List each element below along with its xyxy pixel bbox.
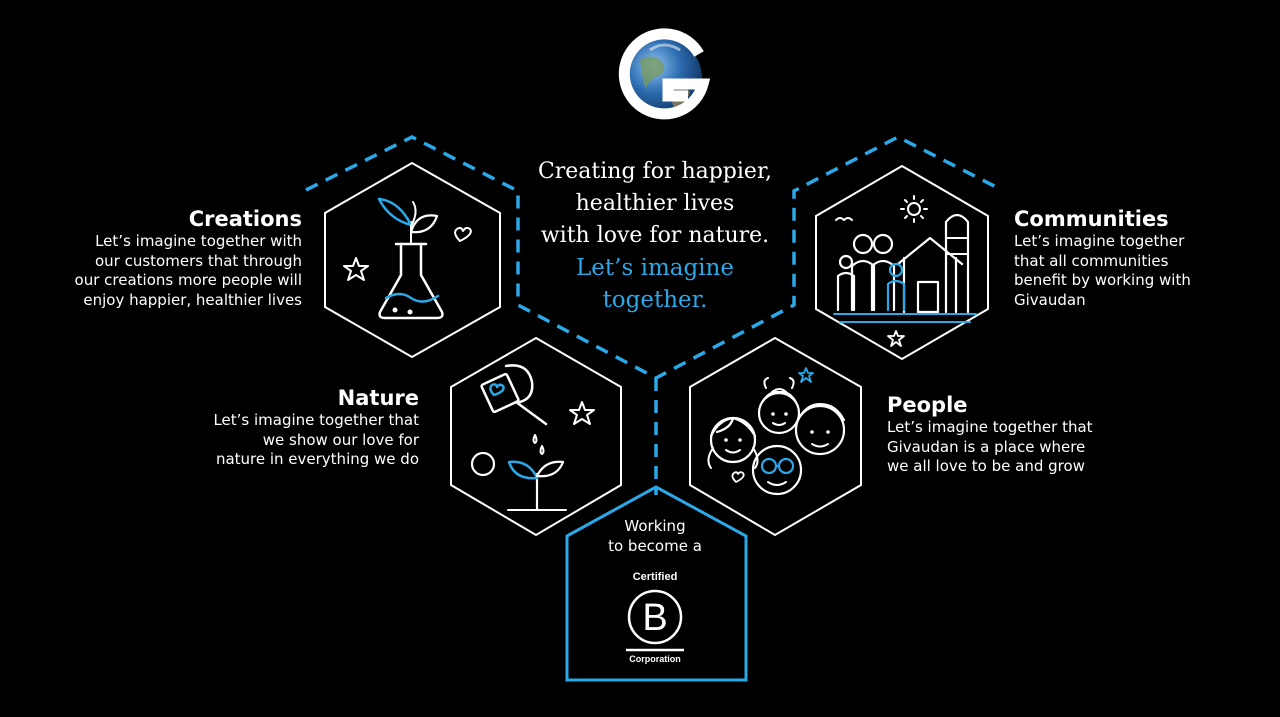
communities-line-1: Let’s imagine together — [1014, 232, 1185, 250]
people-line-2: Givaudan is a place where — [887, 437, 1086, 456]
b-corp-icon: B — [626, 589, 684, 652]
creations-hexagon — [324, 161, 501, 359]
bcorp-letter: B — [642, 597, 667, 639]
people-title: People — [887, 393, 968, 417]
bcorp-certified: Certified — [632, 571, 678, 583]
globe-logo-icon — [618, 28, 711, 120]
people-block: People Let’s imagine together that Givau… — [887, 392, 1187, 477]
nature-line-3: nature in everything we do — [215, 450, 419, 468]
people-faces-icon — [707, 367, 846, 496]
people-hexagon — [689, 336, 862, 537]
nature-line-1: Let’s imagine together that — [213, 411, 419, 429]
communities-line-2: that all communities — [1014, 251, 1169, 270]
nature-hexagon — [450, 336, 622, 537]
creations-title: Creations — [188, 207, 302, 231]
creations-line-2: our customers that through — [94, 251, 302, 270]
creations-line-1: Let’s imagine together with — [95, 232, 302, 250]
bcorp-line-1: Working — [624, 517, 686, 535]
people-line-1: Let’s imagine together that — [887, 418, 1093, 436]
people-line-3: we all love to be and grow — [887, 457, 1085, 475]
communities-block: Communities Let’s imagine together that … — [1014, 206, 1264, 310]
center-line-3: with love for nature. — [540, 223, 770, 248]
bcorp-house-outline — [565, 485, 748, 682]
communities-title: Communities — [1014, 207, 1169, 231]
hexagon-outlines — [324, 161, 989, 537]
center-message: Creating for happier, healthier lives wi… — [525, 156, 785, 316]
center-line-5: together. — [602, 287, 708, 313]
communities-line-4: Givaudan — [1014, 290, 1086, 309]
bcorp-line-2: to become a — [608, 537, 702, 555]
watering-can-icon — [470, 364, 595, 512]
bcorp-corporation: Corporation — [629, 654, 681, 664]
nature-line-2: we show our love for — [262, 430, 419, 449]
communities-hexagon — [815, 164, 989, 361]
creations-block: Creations Let’s imagine together with ou… — [40, 206, 302, 310]
communities-line-3: benefit by working with — [1014, 271, 1191, 289]
nature-title: Nature — [337, 386, 419, 410]
center-line-2: healthier lives — [575, 191, 735, 216]
flask-icon — [343, 197, 472, 320]
creations-line-3: our creations more people will — [74, 271, 302, 289]
creations-line-4: enjoy happier, healthier lives — [83, 290, 302, 309]
family-farm-icon — [833, 195, 977, 347]
center-line-4: Let’s imagine — [576, 255, 734, 281]
nature-block: Nature Let’s imagine together that we sh… — [150, 385, 419, 470]
center-line-1: Creating for happier, — [537, 159, 773, 184]
bcorp-caption: Working to become a — [570, 516, 740, 556]
dashed-outline — [305, 135, 1003, 495]
